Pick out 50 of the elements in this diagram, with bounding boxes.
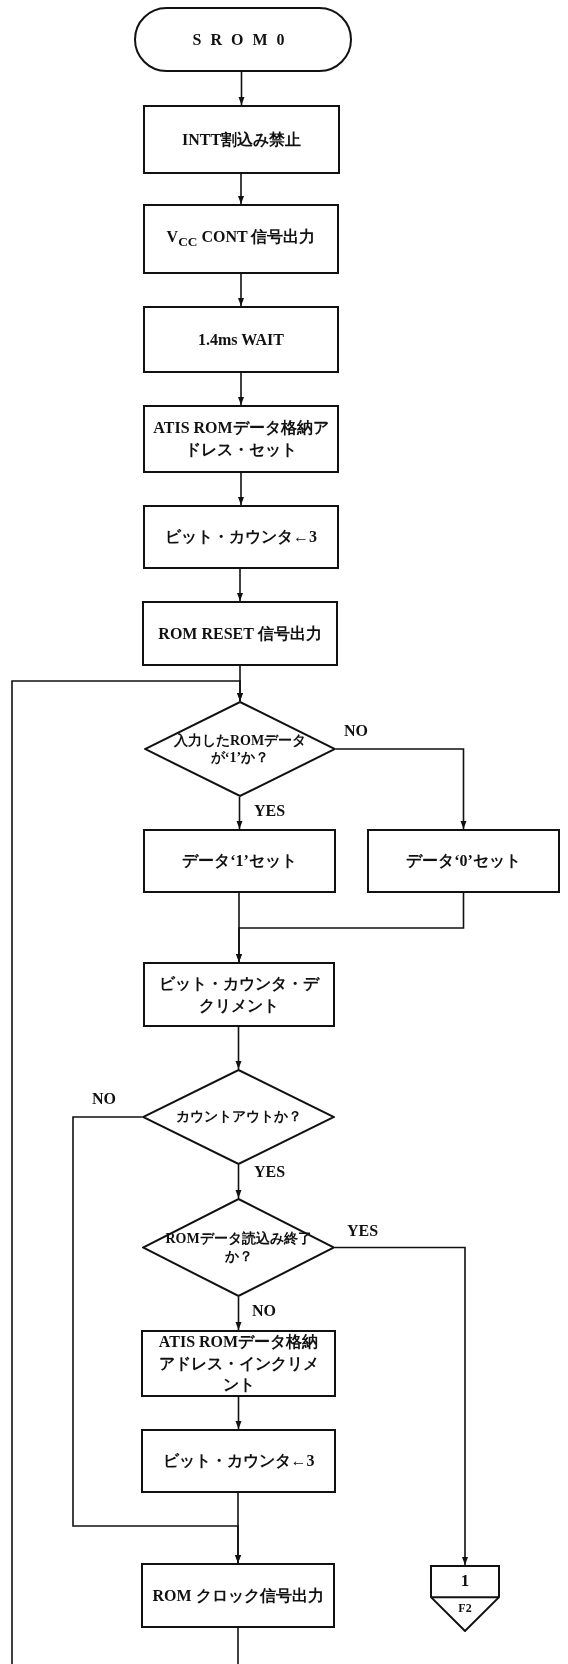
decision-diamond	[142, 1198, 335, 1297]
step-text: SROM0	[192, 29, 294, 50]
process-box	[143, 306, 339, 373]
process-box	[141, 1563, 335, 1628]
arrow	[235, 1396, 242, 1430]
arrow	[238, 273, 244, 307]
arrow	[237, 568, 243, 602]
offpage-connector	[430, 1565, 500, 1632]
arrow	[238, 71, 245, 106]
arrow	[238, 173, 244, 205]
process-box	[143, 204, 339, 274]
connector-number: 1	[459, 1570, 471, 1592]
process-box	[143, 405, 339, 473]
step-text: ビット・カウンタ←3	[162, 1451, 315, 1472]
arrow	[235, 1164, 242, 1199]
step-text: INTT割込み禁止	[181, 129, 302, 150]
process-box	[367, 829, 560, 893]
arrow	[11, 680, 243, 1664]
process-box	[143, 505, 339, 569]
decision-text: 入力したROMデータが‘1’か？	[172, 731, 308, 767]
arrow	[236, 796, 243, 830]
process-box	[143, 962, 335, 1027]
arrow	[236, 892, 465, 963]
step-text: 1.4ms WAIT	[198, 329, 284, 350]
arrow	[235, 1296, 242, 1331]
connector-line	[237, 1627, 239, 1664]
arrow	[335, 748, 467, 830]
process-box	[143, 105, 340, 174]
process-box	[141, 1429, 336, 1493]
step-text: ビット・カウンタ←3	[165, 527, 317, 548]
decision-diamond	[142, 1069, 335, 1165]
step-text: データ‘1’セット	[182, 851, 297, 872]
step-text: V$_{CC}$ CONT 信号出力	[166, 227, 316, 252]
arrow	[238, 472, 244, 506]
arrow	[334, 1246, 468, 1566]
process-box	[143, 829, 336, 893]
step-text: ROM クロック信号出力	[152, 1585, 324, 1606]
step-text: ATIS ROMデータ格納アドレス・セット	[153, 418, 329, 460]
decision-diamond	[144, 701, 336, 797]
step-text: ATIS ROMデータ格納アドレス・インクリメント	[157, 1332, 320, 1396]
step-text: ROM RESET 信号出力	[158, 623, 322, 644]
arrow	[235, 1492, 241, 1564]
step-text: データ‘0’セット	[406, 851, 521, 872]
process-box	[142, 601, 338, 666]
arrow	[235, 1026, 242, 1070]
process-box	[141, 1330, 336, 1397]
decision-text: カウントアウトか？	[174, 1108, 303, 1126]
arrow	[238, 372, 244, 406]
step-text: ビット・カウンタ・デクリメント	[158, 973, 321, 1016]
page-reference: F2	[457, 1600, 473, 1617]
